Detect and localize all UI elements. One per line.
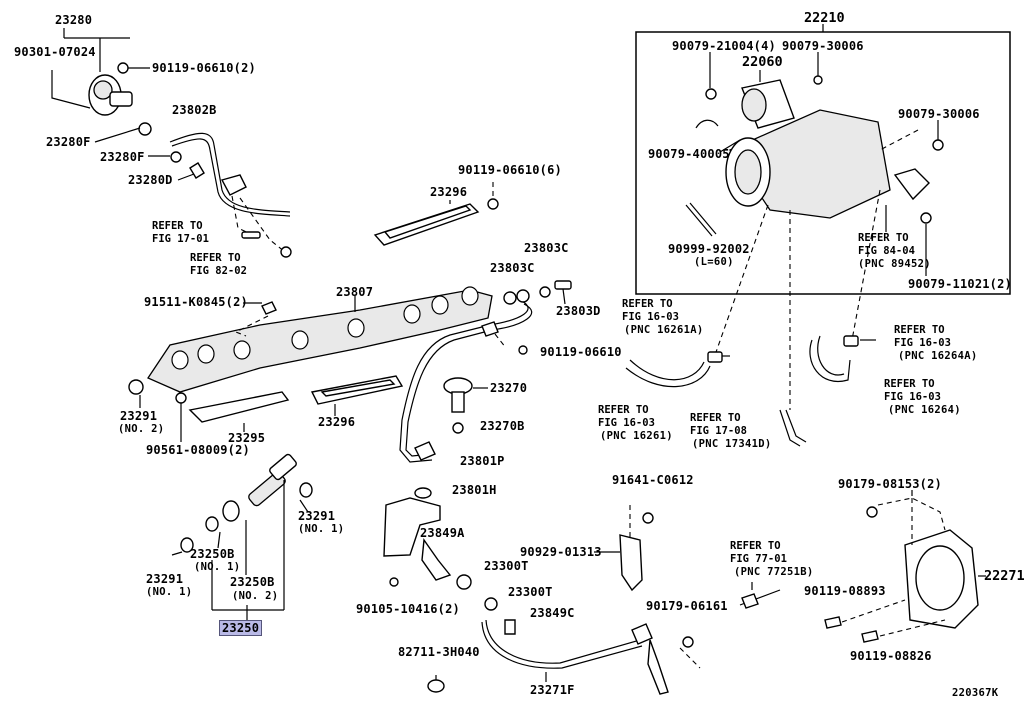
part-label-90079-30006-right[interactable]: 90079-30006 [898, 107, 980, 121]
throttle-body-drawing [685, 52, 944, 410]
refer-fig-16-03-a-pnc[interactable]: (PNC 16261A) [624, 324, 704, 336]
water-hoses-drawing [625, 335, 876, 447]
bracket-and-hose-drawing [383, 487, 669, 695]
refer-fig-84-04-line1[interactable]: REFER TO [858, 232, 909, 244]
refer-fig-17-08-line1[interactable]: REFER TO [690, 412, 741, 424]
part-label-23280F-2[interactable]: 23280F [100, 150, 145, 164]
part-label-90119-06610[interactable]: 90119-06610 [540, 345, 622, 359]
refer-fig-17-08-line2[interactable]: FIG 17-08 [690, 425, 747, 437]
refer-fig-16-03-a-line1[interactable]: REFER TO [622, 298, 673, 310]
part-label-23849A[interactable]: 23849A [420, 526, 465, 540]
refer-fig-17-01-line1[interactable]: REFER TO [152, 220, 203, 232]
part-label-23280D[interactable]: 23280D [128, 173, 173, 187]
part-label-90119-08893[interactable]: 90119-08893 [804, 584, 886, 598]
part-label-23300T-2[interactable]: 23300T [508, 585, 553, 599]
part-label-23296-bottom[interactable]: 23296 [318, 415, 356, 429]
crossover-pipe-drawing [399, 280, 572, 463]
fuel-rail-drawing [128, 286, 493, 442]
part-label-90179-06161[interactable]: 90179-06161 [646, 599, 728, 613]
part-label-23291-no1-left[interactable]: 23291 [146, 572, 184, 586]
part-label-23296-top[interactable]: 23296 [430, 185, 468, 199]
part-label-22210[interactable]: 22210 [804, 10, 845, 26]
note-no1-d: (NO. 1) [146, 586, 193, 598]
cable-drawing [739, 582, 781, 609]
part-label-23250B-no2[interactable]: 23250B [230, 575, 275, 589]
refer-fig-17-01-line2[interactable]: FIG 17-01 [152, 233, 209, 245]
part-label-23270[interactable]: 23270 [490, 381, 528, 395]
note-length-60: (L=60) [694, 256, 734, 268]
part-label-23270B[interactable]: 23270B [480, 419, 525, 433]
part-label-23803D[interactable]: 23803D [556, 304, 601, 318]
part-label-23300T-1[interactable]: 23300T [484, 559, 529, 573]
part-label-90079-40005[interactable]: 90079-40005 [648, 147, 730, 161]
refer-fig-16-03-b-line1[interactable]: REFER TO [894, 324, 945, 336]
part-label-23271F[interactable]: 23271F [530, 683, 575, 697]
refer-fig-84-04-pnc[interactable]: (PNC 89452) [858, 258, 931, 270]
part-label-23801P[interactable]: 23801P [460, 454, 505, 468]
part-label-90079-30006-top[interactable]: 90079-30006 [782, 39, 864, 53]
part-label-23849C[interactable]: 23849C [530, 606, 575, 620]
refer-fig-17-08-pnc[interactable]: (PNC 17341D) [692, 438, 772, 450]
note-no2-a: (NO. 2) [118, 423, 165, 435]
part-label-90119-06610-6[interactable]: 90119-06610(6) [458, 163, 562, 177]
refer-fig-84-04-line2[interactable]: FIG 84-04 [858, 245, 915, 257]
part-label-23280[interactable]: 23280 [55, 13, 93, 27]
part-label-90301-07024[interactable]: 90301-07024 [14, 45, 96, 59]
refer-fig-82-02-line1[interactable]: REFER TO [190, 252, 241, 264]
figure-id: 220367K [952, 687, 999, 699]
injector-drawing [171, 453, 313, 625]
part-label-90119-06610-2[interactable]: 90119-06610(2) [152, 61, 256, 75]
part-label-23291-no2[interactable]: 23291 [120, 409, 158, 423]
refer-fig-16-03-c-pnc[interactable]: (PNC 16264) [888, 404, 961, 416]
note-no1-c: (NO. 1) [194, 561, 241, 573]
part-label-90999-92002[interactable]: 90999-92002 [668, 242, 750, 256]
part-label-23250-highlighted[interactable]: 23250 [218, 620, 263, 636]
note-no1-b: (NO. 1) [298, 523, 345, 535]
refer-fig-16-03-d-line2[interactable]: FIG 16-03 [598, 417, 655, 429]
refer-fig-82-02-line2[interactable]: FIG 82-02 [190, 265, 247, 277]
part-label-22060[interactable]: 22060 [742, 54, 783, 70]
part-label-23803C-1[interactable]: 23803C [524, 241, 569, 255]
refer-fig-16-03-d-line1[interactable]: REFER TO [598, 404, 649, 416]
gasket-drawing [824, 490, 986, 643]
note-no2-e: (NO. 2) [232, 590, 279, 602]
refer-fig-16-03-b-line2[interactable]: FIG 16-03 [894, 337, 951, 349]
part-label-82711-3H040[interactable]: 82711-3H040 [398, 645, 480, 659]
refer-fig-77-01-line1[interactable]: REFER TO [730, 540, 781, 552]
part-label-90561-08009-2[interactable]: 90561-08009(2) [146, 443, 250, 457]
part-label-90119-08826[interactable]: 90119-08826 [850, 649, 932, 663]
part-label-23807[interactable]: 23807 [336, 285, 374, 299]
part-label-23250B-no1[interactable]: 23250B [190, 547, 235, 561]
part-label-23295[interactable]: 23295 [228, 431, 266, 445]
part-label-90105-10416-2[interactable]: 90105-10416(2) [356, 602, 460, 616]
refer-fig-77-01-pnc[interactable]: (PNC 77251B) [734, 566, 814, 578]
part-label-90929-01313[interactable]: 90929-01313 [520, 545, 602, 559]
part-label-90079-21004-4[interactable]: 90079-21004(4) [672, 39, 776, 53]
part-label-90079-11021-2[interactable]: 90079-11021(2) [908, 277, 1012, 291]
part-label-23280F-1[interactable]: 23280F [46, 135, 91, 149]
part-label-90179-08153-2[interactable]: 90179-08153(2) [838, 477, 942, 491]
refer-fig-16-03-b-pnc[interactable]: (PNC 16264A) [898, 350, 978, 362]
rail-covers-drawing [188, 180, 499, 432]
refer-fig-16-03-c-line2[interactable]: FIG 16-03 [884, 391, 941, 403]
lower-bracket-drawing [594, 505, 701, 669]
refer-fig-16-03-d-pnc[interactable]: (PNC 16261) [600, 430, 673, 442]
part-label-91511-K0845-2[interactable]: 91511-K0845(2) [144, 295, 248, 309]
pressure-regulator-drawing [51, 28, 292, 258]
part-label-23801H[interactable]: 23801H [452, 483, 497, 497]
part-label-22271[interactable]: 22271 [984, 568, 1024, 584]
refer-fig-77-01-line2[interactable]: FIG 77-01 [730, 553, 787, 565]
part-label-23802B[interactable]: 23802B [172, 103, 217, 117]
pulsation-damper-drawing [443, 377, 488, 434]
refer-fig-16-03-c-line1[interactable]: REFER TO [884, 378, 935, 390]
part-label-23803C-2[interactable]: 23803C [490, 261, 535, 275]
part-label-23291-no1-right[interactable]: 23291 [298, 509, 336, 523]
part-label-91641-C0612[interactable]: 91641-C0612 [612, 473, 694, 487]
refer-fig-16-03-a-line2[interactable]: FIG 16-03 [622, 311, 679, 323]
